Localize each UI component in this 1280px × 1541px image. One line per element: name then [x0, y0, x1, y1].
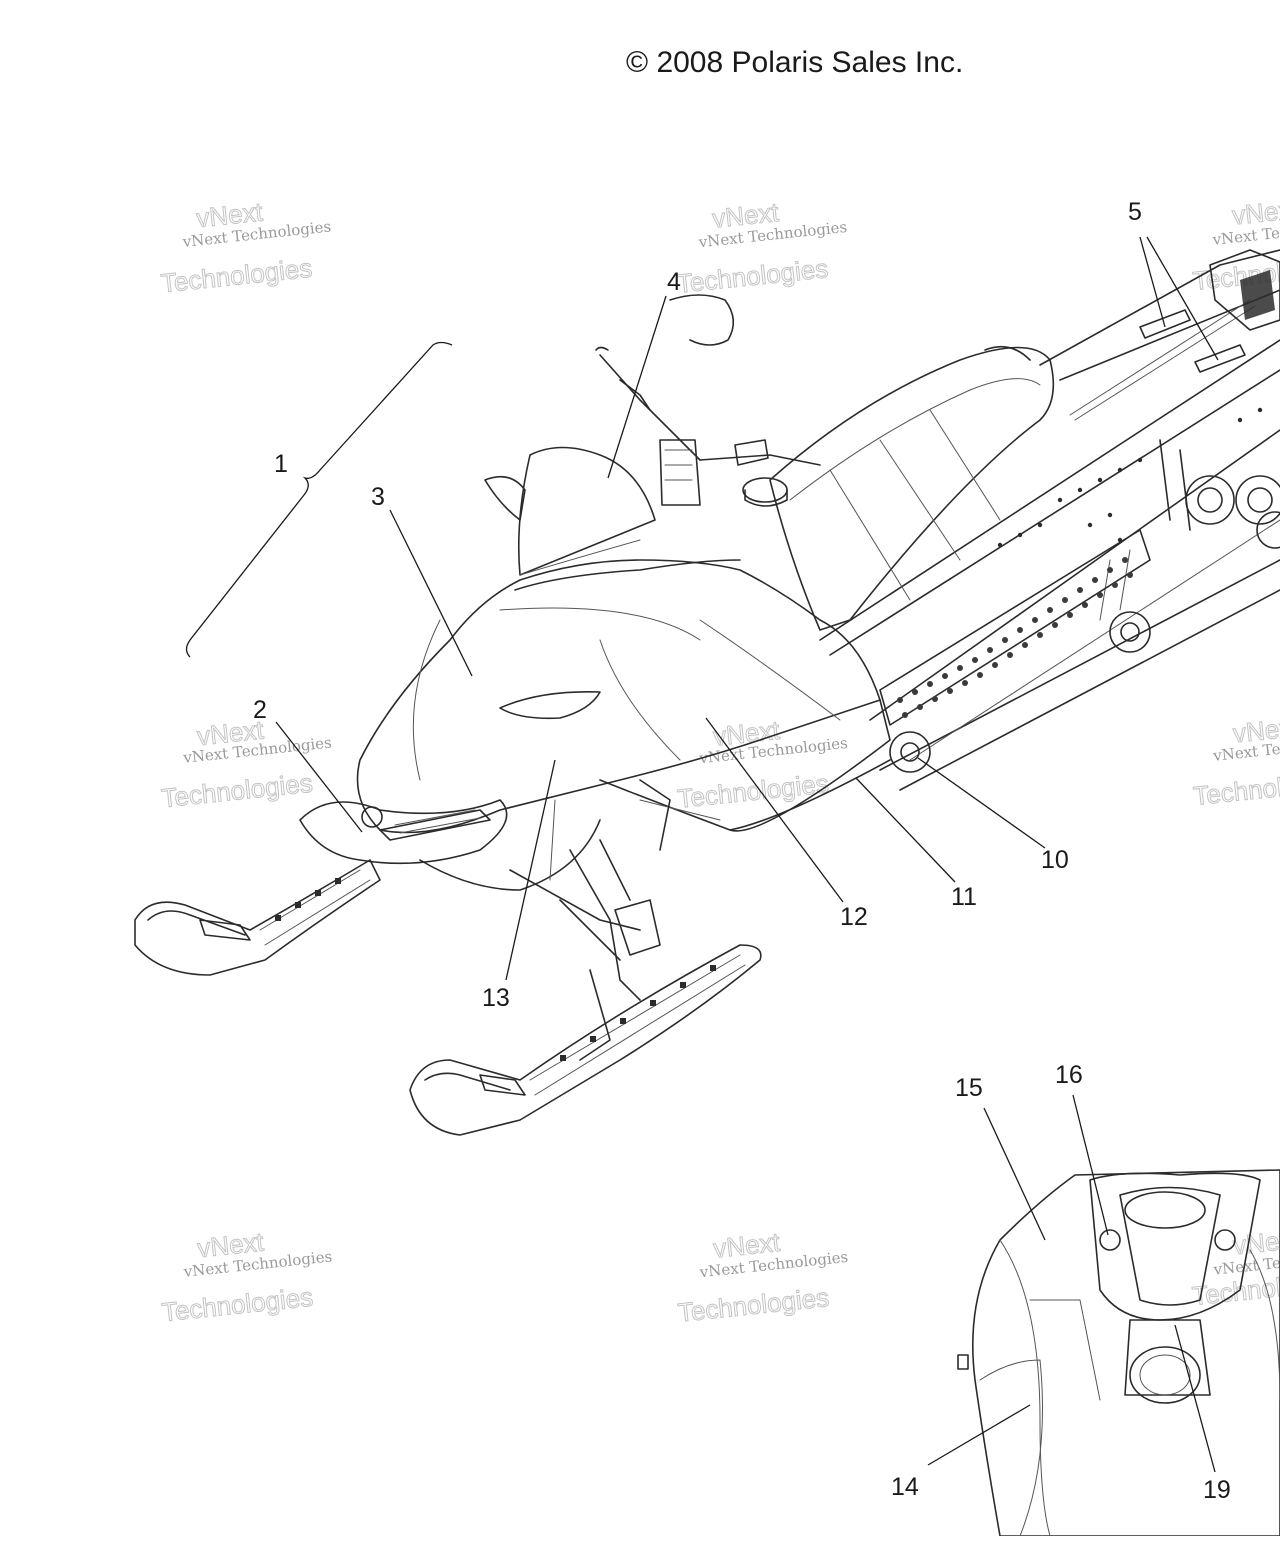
callout-5: 5 — [1128, 198, 1142, 226]
callout-19: 19 — [1203, 1476, 1231, 1504]
svg-text:Technologies: Technologies — [676, 1282, 830, 1328]
callout-4: 4 — [667, 268, 681, 296]
callout-12: 12 — [840, 903, 868, 931]
steering-post — [659, 439, 701, 506]
watermark-bottom-center: vNext vNext Technologies Technologies — [676, 1226, 849, 1328]
leader-lines — [185, 236, 1219, 1473]
svg-text:Technologies: Technologies — [160, 768, 314, 814]
callout-10: 10 — [1041, 846, 1069, 874]
front-view-inset — [957, 1169, 1280, 1537]
svg-text:vNext: vNext — [1231, 194, 1280, 231]
callout-14: 14 — [891, 1473, 919, 1501]
svg-text:Technologies: Technologies — [160, 1282, 314, 1328]
watermark-mid-center: vNext vNext Technologies Technologies — [675, 714, 848, 814]
callout-1: 1 — [274, 450, 288, 478]
fuel-cap — [742, 477, 788, 503]
windshield — [517, 446, 656, 576]
left-ski — [134, 859, 381, 976]
svg-text:Technologies: Technologies — [675, 253, 829, 299]
taillight — [1209, 249, 1280, 331]
svg-text:vNext: vNext — [1232, 1224, 1280, 1261]
callout-16: 16 — [1055, 1061, 1083, 1089]
rear-decal-upper — [1139, 309, 1191, 339]
watermark-top-left: vNext vNext Technologies Technologies — [159, 196, 332, 299]
headlight — [361, 806, 383, 828]
rear-decal-lower — [1194, 344, 1246, 373]
running-board — [879, 529, 1151, 726]
tunnel-and-rails — [819, 249, 1280, 791]
right-ski — [409, 944, 762, 1136]
watermark-mid-right: vNext vNext Technologies Technologies — [1191, 711, 1280, 811]
svg-text:Technologies: Technologies — [159, 253, 313, 299]
svg-text:Technologies: Technologies — [1192, 765, 1280, 811]
snowmobile-illustration — [134, 249, 1280, 1136]
front-bumper — [299, 799, 508, 865]
callout-13: 13 — [482, 984, 510, 1012]
callout-3: 3 — [371, 483, 385, 511]
seat — [769, 346, 1055, 631]
copyright-text: © 2008 Polaris Sales Inc. — [626, 46, 963, 79]
callout-15: 15 — [955, 1074, 983, 1102]
hood-body — [299, 559, 891, 891]
svg-text:vNext: vNext — [1232, 712, 1280, 749]
watermark-mid-left: vNext vNext Technologies Technologies — [159, 714, 332, 814]
hood-vent — [499, 691, 601, 720]
watermark-top-center: vNext vNext Technologies Technologies — [675, 196, 848, 299]
idler-wheels — [889, 475, 1280, 773]
handlebar-assembly — [595, 294, 821, 507]
svg-text:Technologies: Technologies — [676, 768, 830, 814]
watermark-bottom-left: vNext vNext Technologies Technologies — [160, 1226, 333, 1328]
callout-2: 2 — [253, 696, 267, 724]
callout-11: 11 — [951, 883, 977, 911]
front-suspension — [509, 779, 671, 1001]
